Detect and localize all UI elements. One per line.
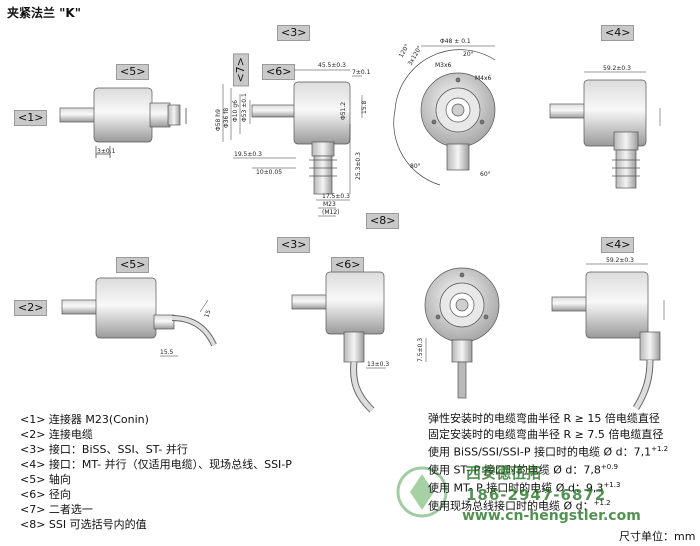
tag-interface-4-bottom: <4> (601, 237, 635, 253)
dim-48: Φ48 ± 0.1 (440, 38, 471, 45)
unit-label: 尺寸单位：mm (619, 530, 696, 543)
dim-7: 7±0.1 (352, 69, 371, 76)
encoder-radial-connector-view (251, 81, 351, 195)
dim-15-5: 15.5 (160, 349, 174, 356)
dim-15: 15 (203, 309, 212, 319)
cable-notes: 弹性安装时的电缆弯曲半径 R ≥ 15 倍电缆直径 固定安装时的电缆弯曲半径 R… (428, 411, 668, 515)
dim-19-5: 19.5±0.3 (234, 151, 262, 158)
tag-axial-5-top: <5> (116, 64, 150, 80)
tag-radial-6-top: <6> (262, 64, 296, 80)
legend-item: <4> 接口：MT- 并行（仅适用电缆）、现场总线、SSI-P (20, 458, 292, 471)
dim-m23: M23 (323, 201, 336, 208)
watermark-logo (396, 466, 448, 518)
dim-59-2: 59.2±0.3 (603, 65, 631, 72)
encoder-radial-cable-view (291, 271, 385, 413)
dim-m3x6: M3x6 (435, 62, 452, 69)
encoder-axial-connector-view (59, 87, 187, 158)
note-bend-fixed: 固定安装时的电缆弯曲半径 R ≥ 7.5 倍电缆直径 (428, 427, 664, 441)
tag-interface-3-bottom: <3> (277, 237, 311, 253)
dim-10: Φ10 g6 (232, 100, 239, 122)
tag-row1-connector: <1> (14, 110, 48, 126)
dim-20deg: 20° (463, 51, 474, 58)
legend-item: <3> 接口：BiSS、SSI、ST- 并行 (20, 443, 188, 456)
page-title: 夹紧法兰 "K" (7, 6, 81, 20)
dim-15-8: 15.8 (361, 100, 368, 114)
dim-25-3: 25.3±0.3 (355, 152, 362, 180)
tag-interface-4-top: <4> (601, 25, 635, 41)
legend-item: <6> 径向 (20, 488, 71, 501)
legend: <1> 连接器 M23(Conin) <2> 连接电缆 <3> 接口：BiSS、… (20, 412, 292, 532)
dim-60deg: 60° (480, 171, 491, 178)
dim-m4x6: M4x6 (475, 75, 492, 82)
dim-45-5: 45.5±0.3 (318, 62, 346, 69)
dim-58: Φ58 h9 (215, 109, 222, 131)
tag-row2-cable: <2> (14, 300, 48, 316)
dim-13: 13±0.3 (367, 361, 389, 368)
dim-7-5: 7.5±0.3 (417, 338, 424, 362)
encoder-axial-cable-view (61, 277, 217, 347)
legend-item: <7> 二者选一 (20, 503, 93, 516)
encoder-interface4-view-connector (549, 79, 647, 189)
dim-59-2-b: 59.2±0.3 (606, 257, 634, 264)
legend-item: <1> 连接器 M23(Conin) (20, 413, 149, 426)
encoder-front-view-connector (393, 49, 496, 186)
note-bend-flexible: 弹性安装时的电缆弯曲半径 R ≥ 15 倍电缆直径 (428, 412, 660, 425)
watermark-url: www.cn-hengstler.com (462, 508, 641, 524)
tag-axial-5-bottom: <5> (116, 257, 150, 273)
dim-17-5: 17.5±0.3 (322, 193, 350, 200)
dim-51-2: Φ51.2 (340, 102, 347, 120)
dim-3: 3±0.1 (97, 148, 116, 155)
dim-80deg: 80° (410, 163, 421, 170)
encoder-interface4-view-cable (551, 271, 661, 410)
note-cable-fieldbus: 使用现场总线接口时的电缆 Ø d：+1.2 (428, 499, 611, 514)
tag-ssi-8: <8> (366, 213, 400, 229)
watermark-company: 西安德伍拓 (466, 464, 542, 482)
note-cable-mt: 使用 MT- P 接口时的电缆 Ø d：9,3+1.3 (428, 481, 621, 495)
note-cable-st: 使用 ST- P 接口时的电缆 Ø d：7,8+0.9 (428, 463, 618, 477)
watermark-phone: 186-2947-6872 (466, 486, 607, 504)
encoder-front-view-cable (424, 267, 500, 399)
dim-36: Φ36 f8 (223, 108, 230, 128)
legend-item: <2> 连接电缆 (20, 428, 93, 441)
dim-10-b: 10±0.05 (256, 169, 282, 176)
dim-120deg: 120° (398, 43, 411, 59)
note-cable-biss: 使用 BiSS/SSI/SSI-P 接口时的电缆 Ø d：7,1+1.2 (428, 445, 669, 459)
legend-item: <8> SSI 可选括号内的值 (20, 518, 147, 531)
dim-lines-row1 (222, 69, 363, 217)
dim-53: Φ53 ±0.1 (241, 93, 248, 122)
tag-radial-6-bottom: <6> (331, 257, 365, 273)
tag-interface-3-top: <3> (277, 25, 311, 41)
dim-m12: (M12) (322, 209, 340, 216)
legend-item: <5> 轴向 (20, 473, 71, 486)
